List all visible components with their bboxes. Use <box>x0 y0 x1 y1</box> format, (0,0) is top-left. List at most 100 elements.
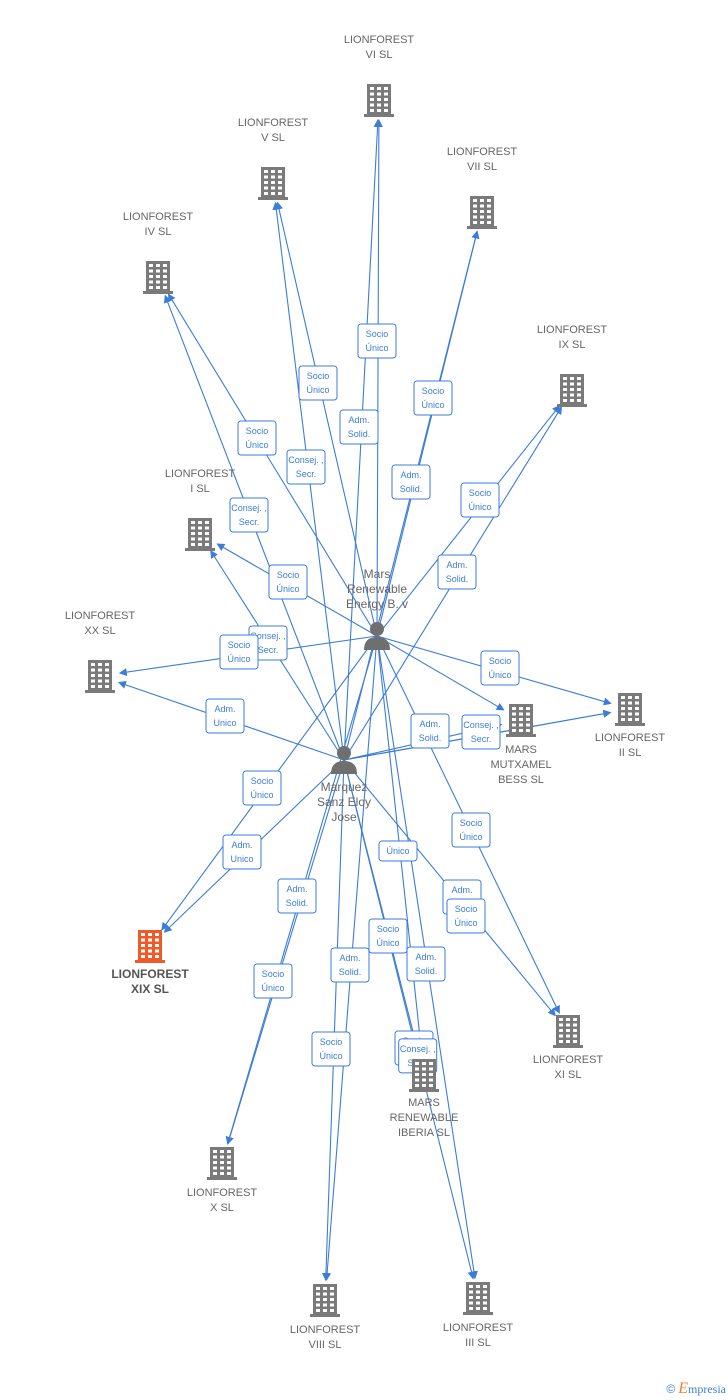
company-name-line: XI SL <box>555 1069 582 1081</box>
edge-label-box <box>413 380 453 416</box>
edge-label-text: Socio <box>320 1037 343 1047</box>
edge-label-text: Socio <box>469 488 492 498</box>
building-icon <box>557 374 587 407</box>
building-icon <box>615 693 645 726</box>
building-icon <box>258 167 288 200</box>
edge-label[interactable]: Adm. Solid. <box>330 947 370 983</box>
edge-label-text: Único <box>261 983 284 993</box>
edge-label-text: Único <box>421 400 444 410</box>
edge-label[interactable]: Adm.Solid. <box>277 878 317 914</box>
edge-label[interactable]: Consej. ,Secr. <box>286 449 326 485</box>
company-name-line: LIONFOREST <box>165 468 236 480</box>
brand-initial: E <box>678 1380 688 1397</box>
edge-label[interactable]: Adm.Unico <box>222 834 262 870</box>
company-name-line: VIII SL <box>308 1339 341 1351</box>
edge-label-text: Único <box>454 918 477 928</box>
building-icon <box>506 704 536 737</box>
edge-label-text: Único <box>376 938 399 948</box>
edge-label-box <box>286 449 326 485</box>
edge-label-text: Socio <box>228 640 251 650</box>
edge-label-text: Adm. <box>419 719 440 729</box>
edge-label-text: Solid. <box>419 733 442 743</box>
company-name-line: III SL <box>465 1337 491 1349</box>
edge-label-text: Único <box>306 385 329 395</box>
company-name-line: X SL <box>210 1202 234 1214</box>
edge-mars-mutxamel <box>376 635 505 711</box>
edge-label[interactable]: Adm.Solid. <box>406 946 446 982</box>
edges-layer <box>117 118 612 1282</box>
edge-label[interactable]: Único <box>378 840 418 862</box>
edge-label-text: Adm. <box>286 884 307 894</box>
edge-label-text: Adm. <box>348 415 369 425</box>
edge-label-text: Socio <box>422 386 445 396</box>
edge-label-box <box>229 497 269 533</box>
edge-label-box <box>222 834 262 870</box>
company-name-line: IX SL <box>559 339 586 351</box>
edge-label-text: Solid. <box>400 484 423 494</box>
edge-label-text: Consej. , <box>250 631 286 641</box>
edge-label-text: Adm. <box>339 953 360 963</box>
building-icon <box>463 1282 493 1315</box>
edge-label[interactable]: Consej. ,Secr. <box>461 714 501 750</box>
edge-label-box <box>451 812 491 848</box>
building-icon <box>185 518 215 551</box>
edge-label-box <box>378 840 418 862</box>
edge-label-box <box>410 713 450 749</box>
edge-label-box <box>219 634 259 670</box>
edge-label-text: Adm. <box>446 560 467 570</box>
edge-label-text: Socio <box>251 776 274 786</box>
edge-label-box <box>237 420 277 456</box>
company-name-line: LIONFOREST <box>111 967 189 981</box>
edge-label[interactable]: Adm.Solid. <box>339 409 379 445</box>
edge-label-text: Solid. <box>339 967 362 977</box>
edge-label-box <box>339 409 379 445</box>
building-icon <box>85 660 115 693</box>
edge-label-box <box>268 564 308 600</box>
brand-name: mpresia <box>688 1382 726 1396</box>
edge-label[interactable]: Adm.Solid. <box>391 464 431 500</box>
edge-label[interactable]: Adm.Unico <box>205 698 245 734</box>
edge-label[interactable]: Adm.Solid. <box>437 554 477 590</box>
company-name-line: LIONFOREST <box>290 1324 361 1336</box>
edge-label[interactable]: Consej. ,Secr. <box>229 497 269 533</box>
edge-jose-viii <box>321 759 345 1282</box>
company-name-line: LIONFOREST <box>447 146 518 158</box>
company-node-viii[interactable]: LIONFOREST VIII SL <box>290 1284 361 1351</box>
edge-label[interactable]: Adm. Solid. <box>410 713 450 749</box>
edge-mars-vi <box>374 118 383 637</box>
company-name-line: II SL <box>619 747 642 759</box>
empresia-watermark: © Empresia <box>666 1380 726 1398</box>
edge-label-text: Adm. <box>451 885 472 895</box>
edge-label-text: Único <box>319 1051 342 1061</box>
